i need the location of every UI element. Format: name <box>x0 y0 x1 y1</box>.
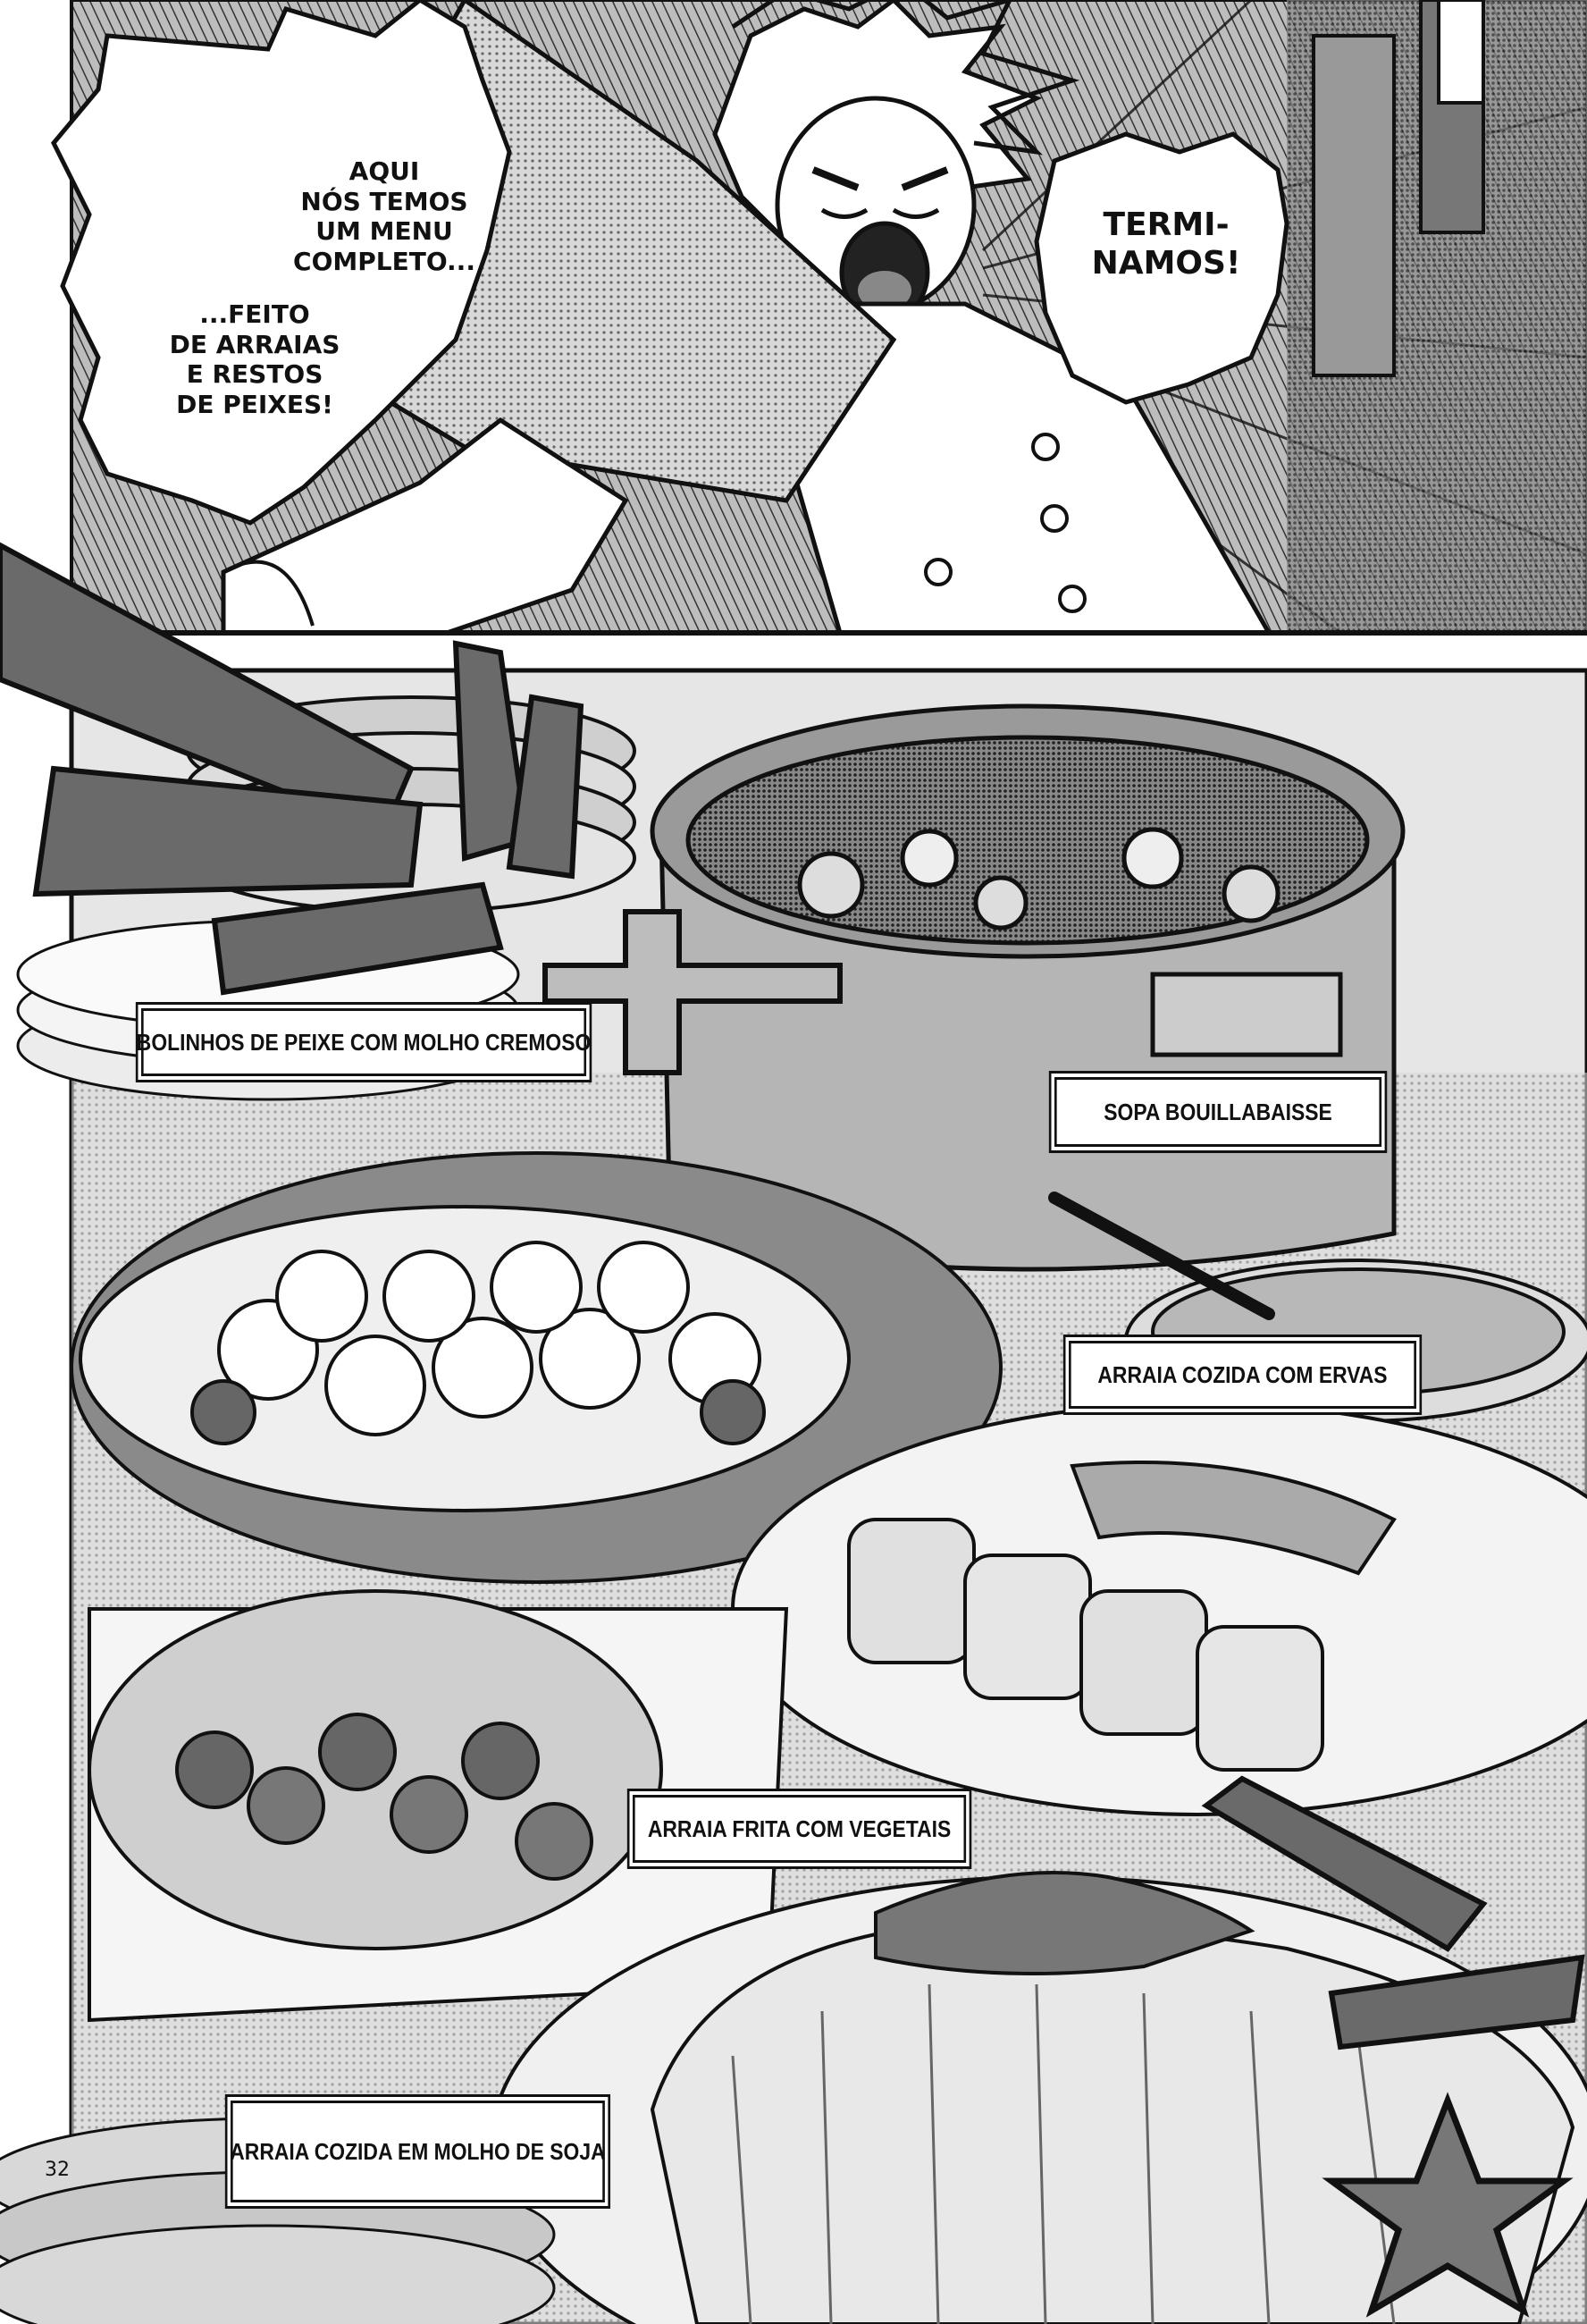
plus-mark <box>542 909 843 1075</box>
dialogue-left-2: ...FEITO DE ARRAIAS E RESTOS DE PEIXES! <box>169 299 340 419</box>
fried-ray-plate <box>731 1402 1587 1816</box>
star-mark <box>1322 2092 1574 2318</box>
speech-bubble-right <box>1034 131 1289 405</box>
dialogue-right: TERMI- NAMOS! <box>1091 206 1241 282</box>
caption-fish-balls: BOLINHOS DE PEIXE COM MOLHO CREMOSO <box>137 1008 591 1076</box>
caption-bouillabaisse: SOPA BOUILLABAISSE <box>1054 1077 1382 1147</box>
bottom-panel <box>0 542 1587 2324</box>
page-number: 32 <box>45 2159 70 2181</box>
soy-ray-plate <box>490 1871 1587 2324</box>
fish-ball-platter <box>70 1151 1003 1584</box>
speech-bubble-left <box>51 0 512 526</box>
caption-stewed-ray-herbs: ARRAIA COZIDA COM ERVAS <box>1069 1341 1416 1409</box>
dialogue-left-1: AQUI NÓS TEMOS UM MENU COMPLETO... <box>293 156 475 276</box>
caption-stewed-ray-soy: ARRAIA COZIDA EM MOLHO DE SOJA <box>230 2101 606 2202</box>
top-panel <box>51 0 1587 636</box>
fried-ray-vegetables-plate <box>88 1589 789 2023</box>
caption-fried-ray-vegetables: ARRAIA FRITA COM VEGETAIS <box>633 1795 967 1863</box>
emphasis-marks <box>0 542 1585 2050</box>
